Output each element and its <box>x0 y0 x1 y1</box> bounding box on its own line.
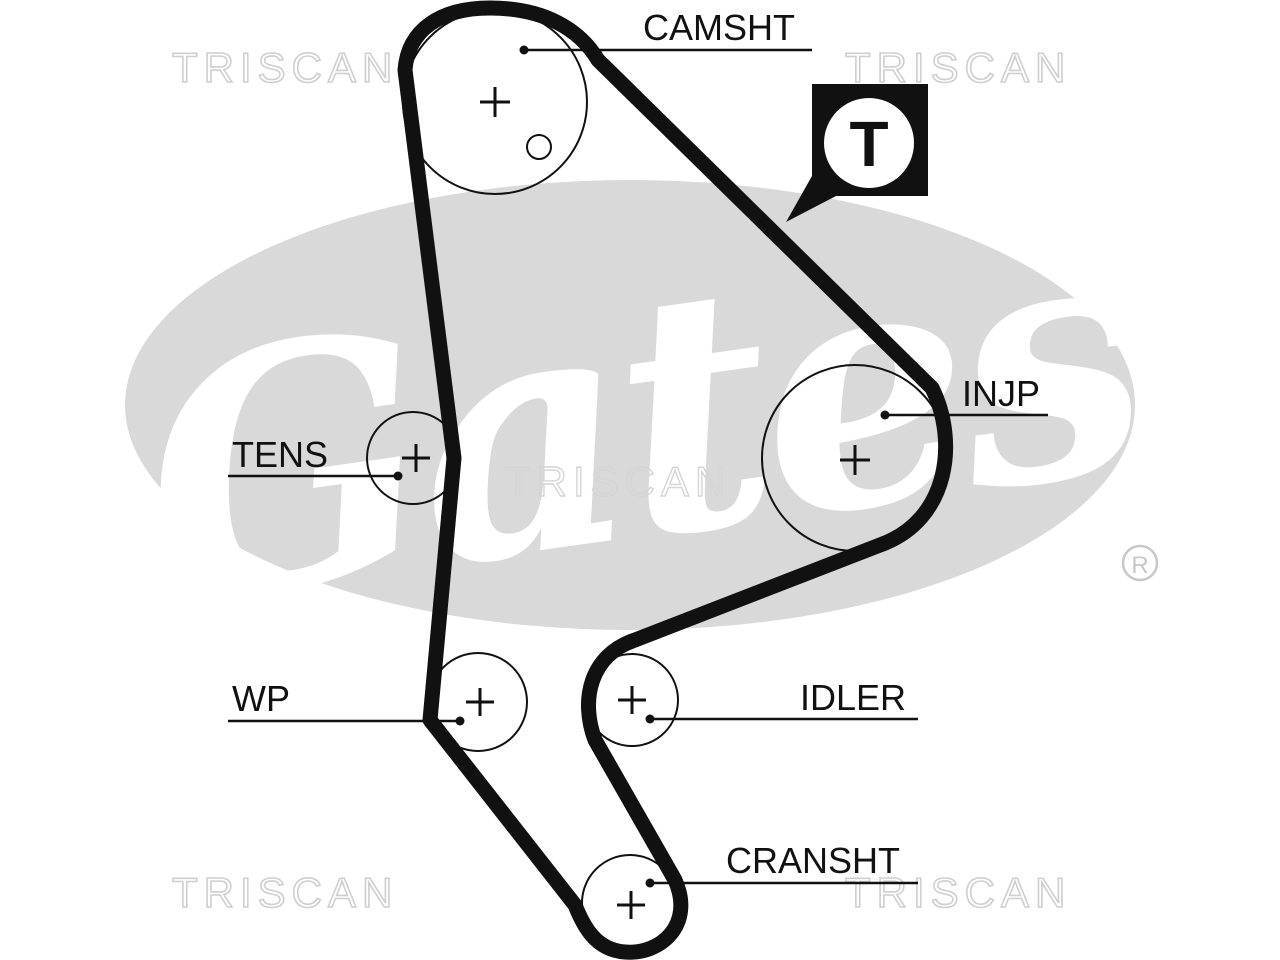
crankshaft-leader-dot <box>645 878 655 888</box>
injection-pump-label: INJP <box>962 373 1040 414</box>
camshaft-label: CAMSHT <box>643 7 795 48</box>
water-pump-label: WP <box>232 678 290 719</box>
logo-script-text: Gates <box>121 157 1164 680</box>
registered-mark-text: R <box>1131 552 1148 579</box>
injection-pump-center-mark <box>840 445 870 475</box>
registered-mark-circle <box>1121 544 1159 582</box>
tensioner-center-mark <box>402 444 430 472</box>
watermark-bottom-left: TRISCAN <box>172 869 398 916</box>
idler-label: IDLER <box>800 677 906 718</box>
timing-belt <box>397 0 954 960</box>
water-pump-leader-dot <box>455 716 465 726</box>
idler-leader-dot <box>645 714 655 724</box>
injection-pump-leader-dot <box>880 410 890 420</box>
crankshaft-center-mark <box>617 891 645 919</box>
tensioner-leader-dot <box>393 471 403 481</box>
camshaft-leader-dot <box>519 45 529 55</box>
camshaft-center-mark <box>480 87 510 117</box>
badge-circle <box>824 98 914 188</box>
watermark-center: TRISCAN <box>505 458 731 505</box>
idler-center-mark <box>618 686 646 714</box>
watermark-top-left: TRISCAN <box>172 44 398 91</box>
tensioner-label: TENS <box>232 434 328 475</box>
crankshaft-label: CRANSHT <box>726 840 900 881</box>
watermark-bottom-right: TRISCAN <box>845 869 1071 916</box>
logo-ellipse <box>125 180 1135 630</box>
badge-letter: T <box>849 108 888 180</box>
watermark-top-right: TRISCAN <box>845 44 1071 91</box>
tensioner-callout-icon: T <box>786 84 928 222</box>
water-pump-center-mark <box>466 688 494 716</box>
gates-logo: Gates R <box>121 157 1164 680</box>
camshaft-timing-mark <box>526 134 552 160</box>
